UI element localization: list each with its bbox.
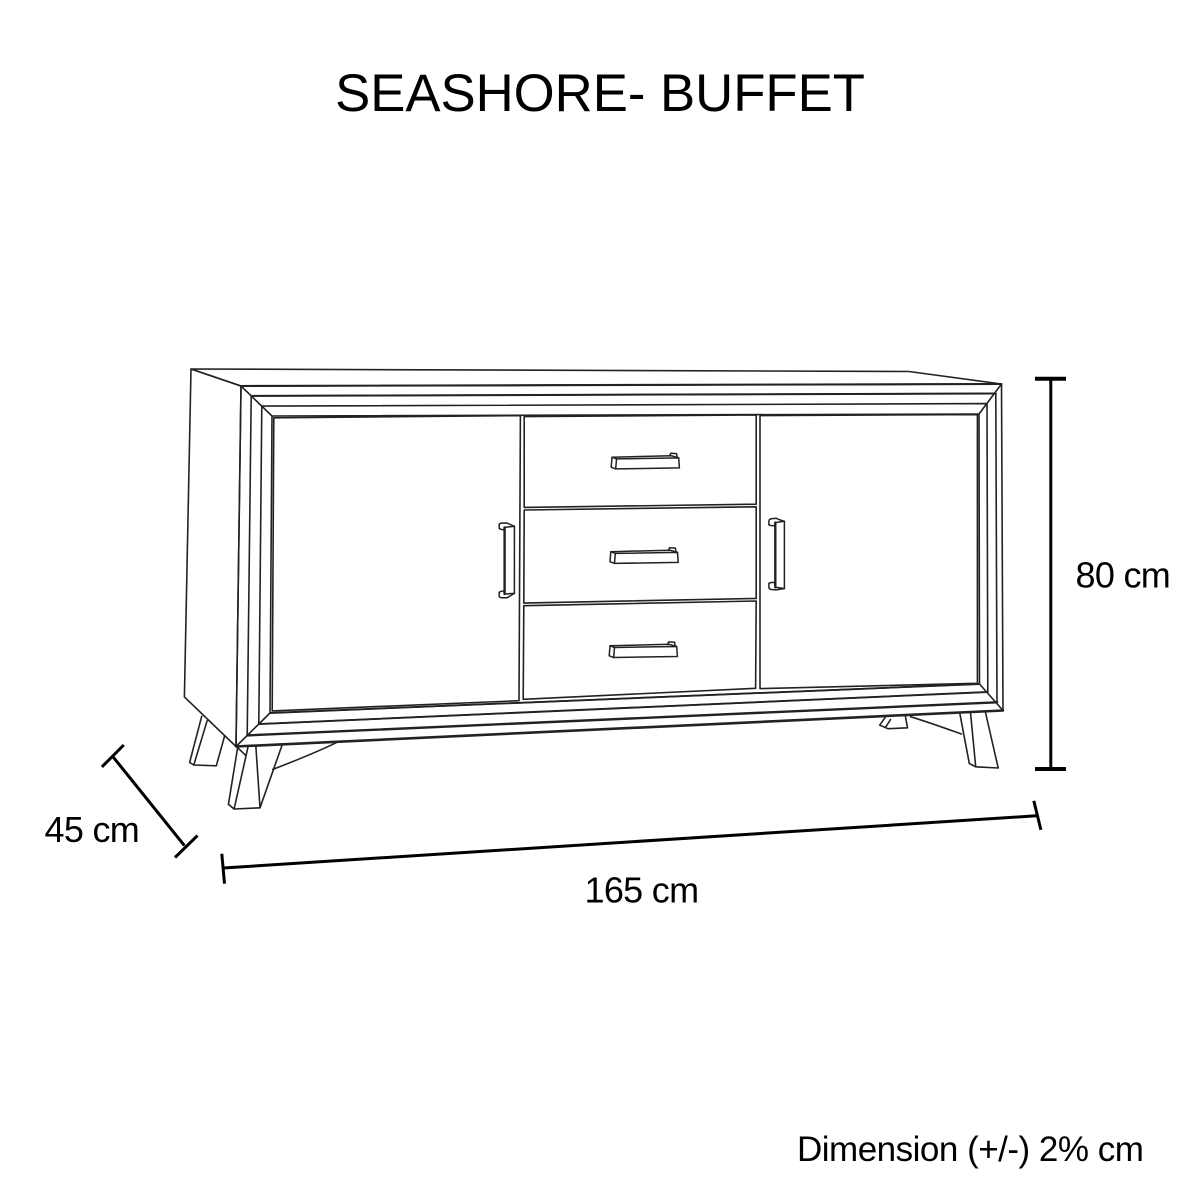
svg-text:SEASHORE- BUFFET: SEASHORE- BUFFET [335, 64, 865, 123]
svg-text:80 cm: 80 cm [1076, 555, 1171, 596]
svg-text:45 cm: 45 cm [45, 809, 140, 850]
svg-text:165 cm: 165 cm [585, 870, 699, 911]
svg-text:Dimension (+/-) 2% cm: Dimension (+/-) 2% cm [797, 1130, 1143, 1169]
